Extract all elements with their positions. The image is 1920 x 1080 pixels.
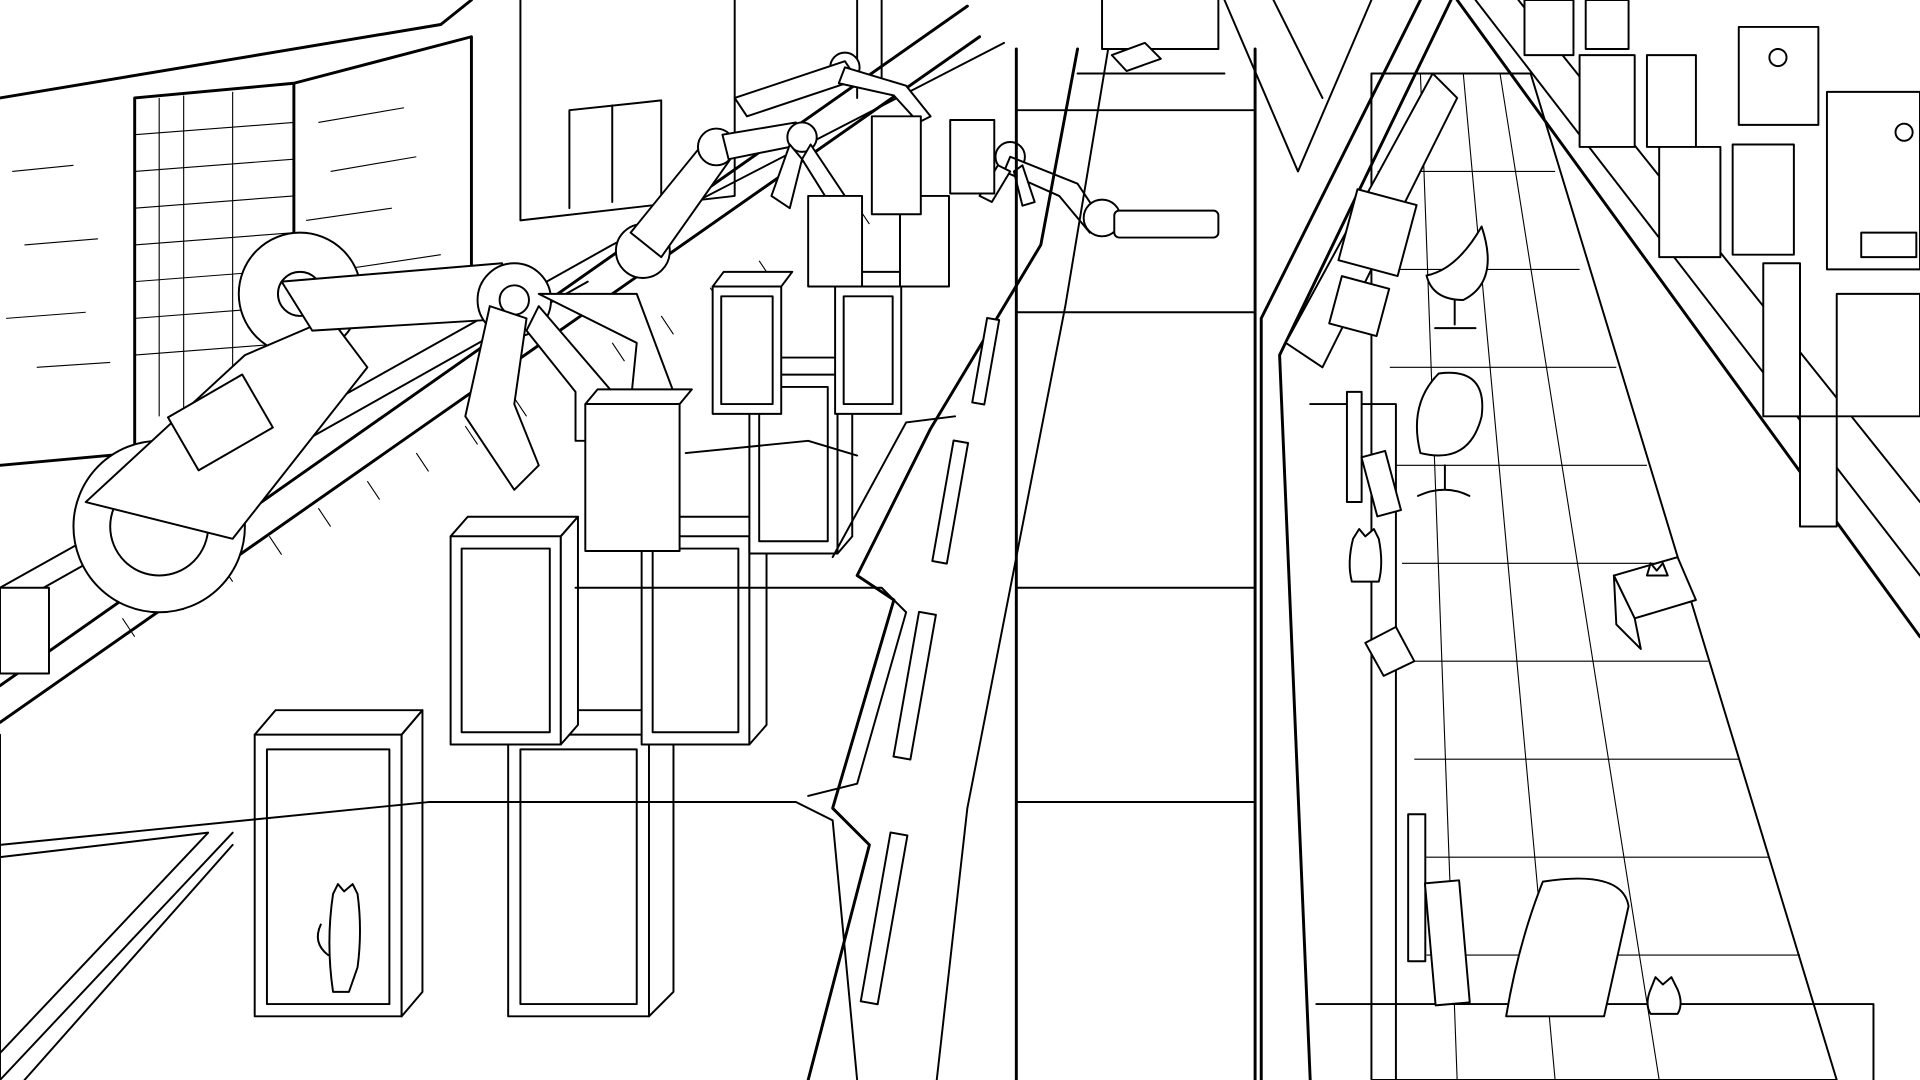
paper	[1364, 625, 1416, 677]
floor-box	[1110, 41, 1162, 72]
monitor	[1345, 390, 1363, 504]
keyboard	[1423, 879, 1471, 1007]
cabinet	[640, 515, 768, 746]
panel-screen	[1328, 275, 1391, 338]
background-machines	[1523, 0, 1920, 528]
cabinet	[807, 115, 996, 288]
cat-sitting	[1348, 528, 1383, 583]
monitor	[1407, 813, 1427, 963]
robot-arm-small-3	[733, 51, 932, 124]
cabinet	[449, 515, 579, 746]
chairs	[1415, 225, 1630, 1018]
cabinet	[584, 388, 693, 552]
cat-in-box	[1612, 556, 1697, 650]
robot-arm-small-1	[614, 121, 846, 279]
robot-arm-large	[72, 231, 675, 614]
cabinet	[507, 709, 675, 1018]
cabinet	[253, 709, 424, 1018]
keyboard	[1360, 449, 1402, 518]
cat-bottom-right	[1646, 976, 1682, 1015]
cabinets	[253, 115, 996, 1018]
cats	[316, 528, 1697, 1015]
cat-in-cabinet	[316, 883, 361, 993]
chair	[1505, 877, 1630, 1018]
factory-floor	[0, 0, 1257, 1080]
right-platform	[1223, 0, 1920, 1080]
panel-screen	[1337, 188, 1418, 278]
chair	[1415, 371, 1484, 497]
conveyor-panel	[0, 586, 50, 675]
cabinet	[834, 270, 915, 415]
cabinet	[711, 270, 794, 415]
chair	[1425, 225, 1489, 330]
